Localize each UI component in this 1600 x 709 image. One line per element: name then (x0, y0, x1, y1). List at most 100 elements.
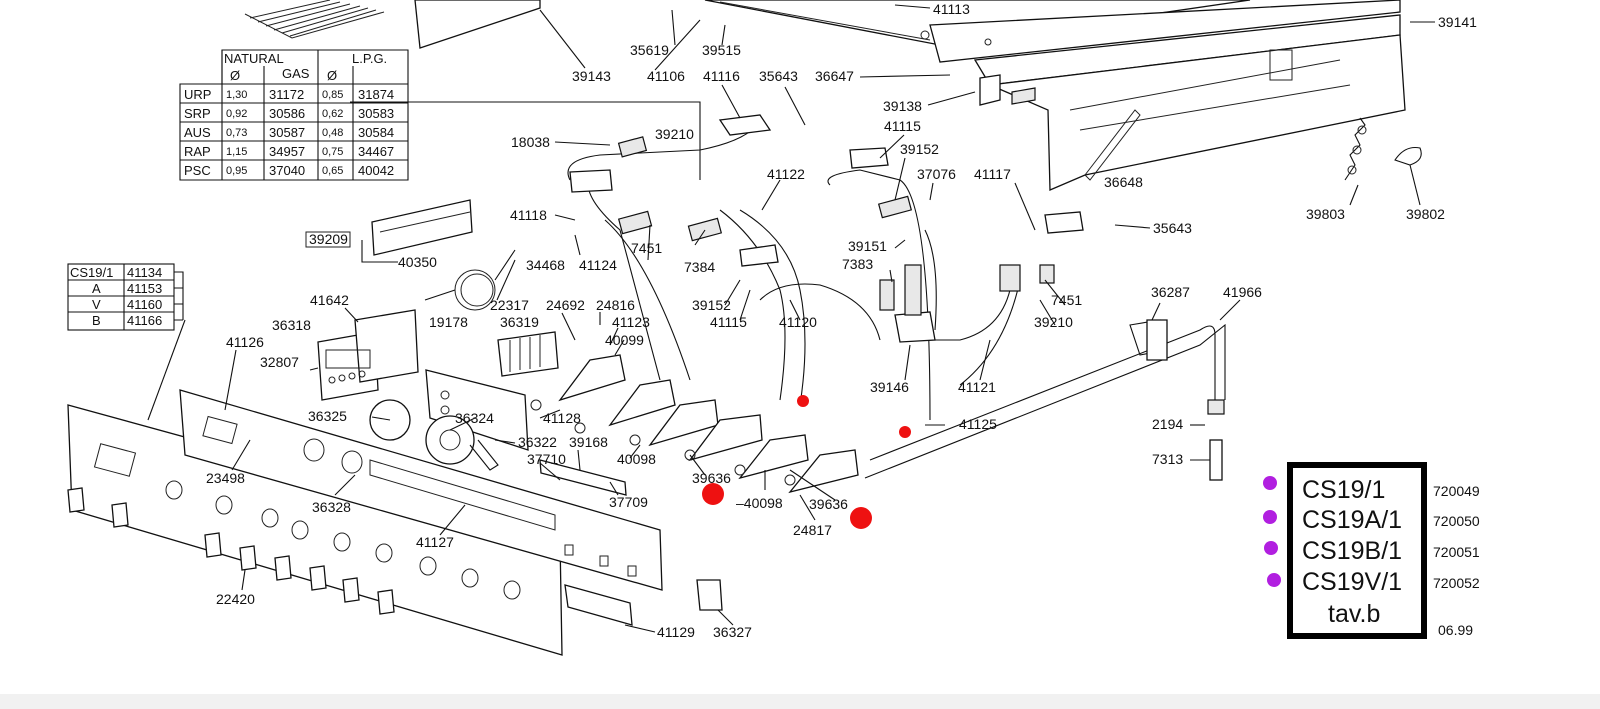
part-label: 39636 (809, 496, 848, 512)
part-label: 41117 (974, 166, 1011, 182)
model-code: 720051 (1433, 544, 1480, 560)
gas-row-lpg-code: 31874 (358, 87, 394, 102)
leader-lines (147, 4, 1435, 633)
model-name: CS19V/1 (1302, 568, 1402, 596)
part-label: 39146 (870, 379, 909, 395)
part-label: 32807 (260, 354, 299, 370)
thermocouple-coil-part (424, 249, 516, 311)
gas-row-lpg-diam: 0,65 (322, 165, 343, 177)
part-label: 41122 (767, 166, 805, 182)
part-label: 41120 (779, 314, 817, 330)
red-marker-dot (899, 426, 911, 438)
gas-table-diam-lpg: Ø (327, 68, 337, 83)
part-label: 41123 (612, 314, 650, 330)
red-marker-dot (850, 507, 872, 529)
gas-row-lpg-diam: 0,48 (322, 127, 343, 139)
gas-row-lpg-code: 30583 (358, 106, 394, 121)
part-label: 41116 (703, 68, 740, 84)
part-label: 40098 (617, 451, 656, 467)
part-label: 41966 (1223, 284, 1262, 300)
gas-row-lpg-diam: 0,85 (322, 89, 343, 101)
gas-row-name: RAP (184, 144, 211, 159)
part-label: 39152 (692, 297, 731, 313)
gas-row-name: PSC (184, 163, 211, 178)
part-label: 41115 (710, 314, 747, 330)
oven-side-panel-part (414, 0, 541, 49)
variant-model: V (92, 297, 101, 312)
sheet-reference: tav.b (1328, 600, 1380, 628)
part-label: 35643 (1153, 220, 1192, 236)
model-marker-dot (1267, 573, 1281, 587)
model-marker-dot (1263, 476, 1277, 490)
part-label: 41127 (416, 534, 454, 550)
gas-row-nat-diam: 0,95 (226, 165, 247, 177)
part-label: 7313 (1152, 451, 1183, 467)
gas-row-lpg-diam: 0,62 (322, 108, 343, 120)
part-label: 37710 (527, 451, 566, 467)
variant-code: 41166 (127, 313, 162, 328)
part-label: 36325 (308, 408, 347, 424)
variant-code: 41160 (127, 297, 162, 312)
gas-row-nat-diam: 0,73 (226, 127, 247, 139)
model-marker-dot (1263, 510, 1277, 524)
part-label: 41128 (543, 410, 581, 426)
variant-model: A (92, 281, 101, 296)
part-label: 39138 (883, 98, 922, 114)
lower-brackets-part (539, 319, 1225, 626)
part-label: 22420 (216, 591, 255, 607)
gas-row-lpg-code: 30584 (358, 125, 394, 140)
part-label: 2194 (1152, 416, 1183, 432)
bracket-plate-part (425, 369, 529, 451)
gas-table-header-lpg: L.P.G. (352, 51, 387, 66)
part-label: 39210 (1034, 314, 1073, 330)
gas-row-name: URP (184, 87, 211, 102)
gas-nozzle-table: NATURAL GAS L.P.G. Ø Ø URP 1,30 31172 0,… (179, 49, 409, 181)
model-code: 720049 (1433, 483, 1480, 499)
part-label: 41113 (933, 1, 970, 17)
part-label: 39209 (309, 231, 348, 247)
part-label: 41121 (958, 379, 996, 395)
part-label: 35643 (759, 68, 798, 84)
part-label: 41106 (647, 68, 685, 84)
model-name: CS19/1 (1302, 476, 1385, 504)
knobs-row-part (67, 487, 395, 615)
part-label: 41129 (657, 624, 695, 640)
part-label: 41125 (959, 416, 997, 432)
gas-row-lpg-code: 40042 (358, 163, 394, 178)
model-name: CS19A/1 (1302, 506, 1402, 534)
part-label: 37709 (609, 494, 648, 510)
model-name: CS19B/1 (1302, 537, 1402, 565)
part-label: 41124 (579, 257, 617, 273)
part-label: 19178 (429, 314, 468, 330)
part-label: 22317 (490, 297, 529, 313)
rear-frame-part (973, 14, 1406, 191)
part-label: 23498 (206, 470, 245, 486)
part-label: –40098 (736, 495, 783, 511)
variant-code-table: CS19/1 41134 A 41153 V 41160 B 41166 (67, 263, 175, 331)
part-label: 36318 (272, 317, 311, 333)
control-panel-part (67, 389, 663, 656)
part-label: 39803 (1306, 206, 1345, 222)
gas-row-lpg-diam: 0,75 (322, 146, 343, 158)
model-code: 720052 (1433, 575, 1480, 591)
part-label: 39152 (900, 141, 939, 157)
gas-table-header-gas: GAS (282, 66, 310, 81)
variant-code: 41153 (127, 281, 162, 296)
red-marker-dot (702, 483, 724, 505)
model-info-box: CS19/1 CS19A/1 CS19B/1 CS19V/1 tav.b 720… (1263, 462, 1480, 639)
footer-strip (0, 694, 1600, 709)
revision-date: 06.99 (1438, 622, 1473, 638)
top-hob-frame-part (704, 0, 1401, 63)
part-label: 39636 (692, 470, 731, 486)
part-label: 39168 (569, 434, 608, 450)
terminal-block-part (371, 199, 473, 256)
part-label: 36327 (713, 624, 752, 640)
part-label: 7451 (1051, 292, 1082, 308)
part-label: 40099 (605, 332, 644, 348)
variant-model: CS19/1 (70, 265, 113, 280)
part-label: 36647 (815, 68, 854, 84)
red-marker-dot (797, 395, 809, 407)
part-label: 7384 (684, 259, 715, 275)
